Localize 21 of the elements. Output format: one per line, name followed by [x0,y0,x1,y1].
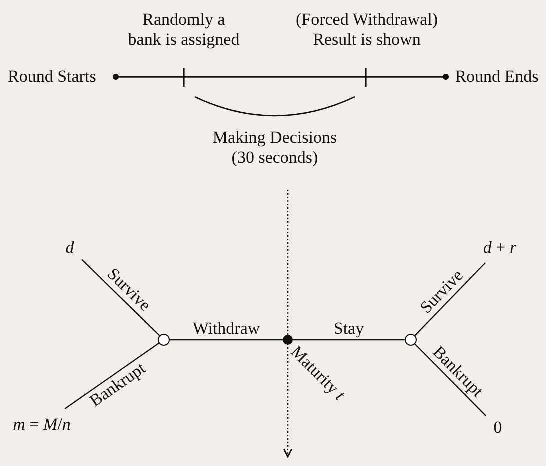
outcome-label: m = M/n [4,412,80,438]
timeline [112,74,450,80]
edge-label: Withdraw [192,320,260,338]
outcome-label: d [62,236,78,260]
tick-label: (Forced Withdrawal) Result is shown [294,10,440,50]
connector-line [64,342,160,410]
decision-dot [283,335,293,345]
bracket-label: Making Decisions (30 seconds) [212,128,338,168]
outcome-label: 0 [490,416,506,440]
tick-label: Randomly a bank is assigned [127,10,241,50]
chance-node-circle [158,334,170,346]
chance-node-circle [405,334,417,346]
outcome-label: Round Starts [8,66,112,88]
connector-line [293,339,405,341]
connector-line [414,262,486,336]
edge-label: Stay [334,320,364,338]
connector-line [170,339,283,341]
outcome-label: d + r [460,236,540,260]
connector-line [414,344,486,416]
outcome-label: Round Ends [450,66,544,88]
connector-line [82,259,160,336]
